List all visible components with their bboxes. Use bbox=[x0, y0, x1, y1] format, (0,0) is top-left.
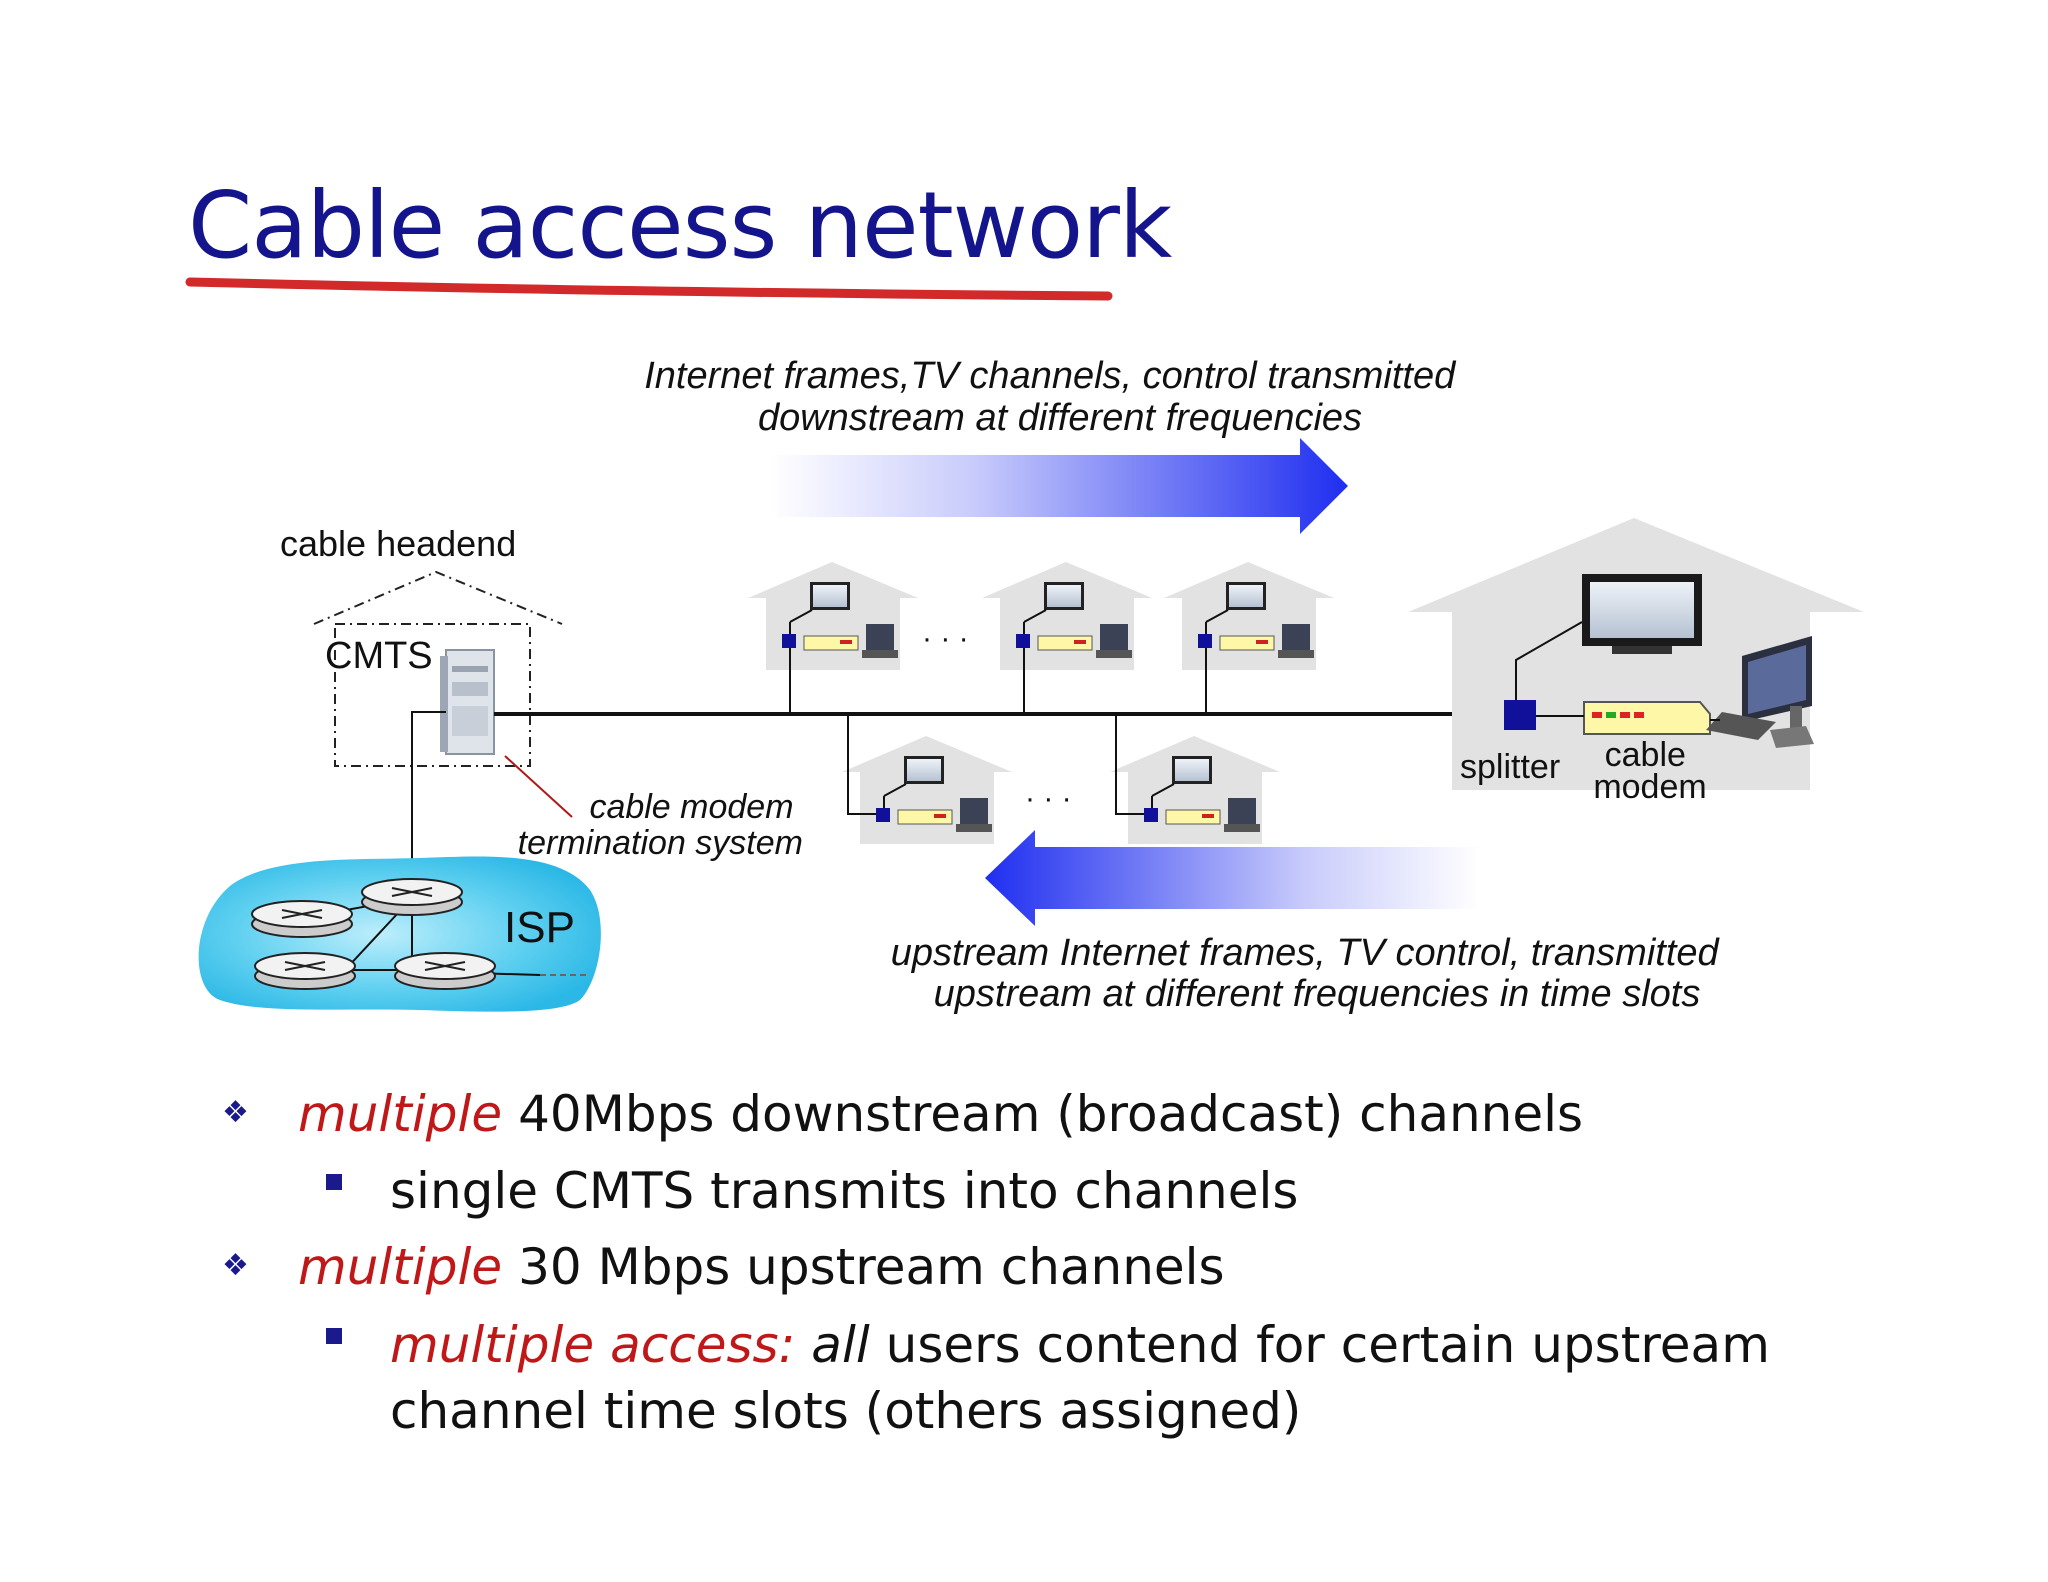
house-icon bbox=[982, 562, 1152, 670]
sub-bullet-item: single CMTS transmits into channels bbox=[326, 1158, 1299, 1224]
bullet-text: users contend for certain upstream bbox=[869, 1316, 1770, 1374]
bullet-text: 30 Mbps upstream channels bbox=[502, 1238, 1225, 1296]
cmts-isp-link bbox=[411, 711, 446, 900]
router-icon bbox=[394, 952, 496, 990]
emphasis-text: multiple bbox=[298, 1085, 503, 1143]
upstream-caption: upstream Internet frames, TV control, tr… bbox=[891, 932, 1729, 1015]
headend-label: cable headend bbox=[280, 523, 516, 564]
slide-title: Cable access network bbox=[188, 172, 1172, 279]
cable-modem-label: cable modem bbox=[1593, 736, 1706, 806]
cmts-label: CMTS bbox=[325, 635, 433, 677]
isp-label: ISP bbox=[504, 903, 575, 952]
italic-text: all bbox=[795, 1316, 870, 1374]
computer-icon bbox=[1706, 636, 1814, 748]
house-icon bbox=[842, 736, 1012, 844]
bullet-text: single CMTS transmits into channels bbox=[390, 1162, 1299, 1220]
bullet-text: 40Mbps downstream (broadcast) channels bbox=[502, 1085, 1584, 1143]
isp-routers bbox=[251, 878, 590, 990]
downstream-arrow bbox=[770, 438, 1348, 534]
downstream-caption: Internet frames,TV channels, control tra… bbox=[644, 355, 1466, 439]
emphasis-text: multiple access: bbox=[390, 1316, 796, 1374]
cable-modem-icon bbox=[1583, 701, 1711, 735]
bullet-item: ❖ multiple 30 Mbps upstream channels bbox=[222, 1238, 1225, 1296]
title-underline bbox=[185, 277, 1113, 301]
splitter-label: splitter bbox=[1460, 748, 1560, 786]
emphasis-text: multiple bbox=[298, 1238, 503, 1296]
headend-outline bbox=[313, 570, 563, 767]
sub-bullet-item: multiple access: all users contend for c… bbox=[326, 1312, 1770, 1444]
ellipsis-top: · · · bbox=[922, 622, 969, 655]
square-bullet-icon bbox=[326, 1328, 342, 1344]
ellipsis-bottom: · · · bbox=[1025, 782, 1072, 815]
upstream-arrow bbox=[985, 830, 1480, 926]
router-icon bbox=[254, 952, 356, 990]
house-icon bbox=[748, 562, 918, 670]
router-icon bbox=[361, 878, 463, 916]
tv-icon bbox=[1582, 574, 1702, 654]
router-icon bbox=[251, 900, 353, 938]
house-icon bbox=[1164, 562, 1334, 670]
diamond-bullet-icon: ❖ bbox=[222, 1095, 249, 1130]
diamond-bullet-icon: ❖ bbox=[222, 1248, 249, 1283]
bullet-item: ❖ multiple 40Mbps downstream (broadcast)… bbox=[222, 1085, 1584, 1143]
house-icon bbox=[1110, 736, 1280, 844]
splitter-icon bbox=[1504, 700, 1536, 730]
cmts-cabinet-icon bbox=[440, 649, 495, 755]
bullet-text-line2: channel time slots (others assigned) bbox=[390, 1382, 1302, 1440]
big-house-icon bbox=[1408, 518, 1864, 790]
cmts-description: cable modem termination system bbox=[518, 788, 803, 862]
square-bullet-icon bbox=[326, 1174, 342, 1190]
